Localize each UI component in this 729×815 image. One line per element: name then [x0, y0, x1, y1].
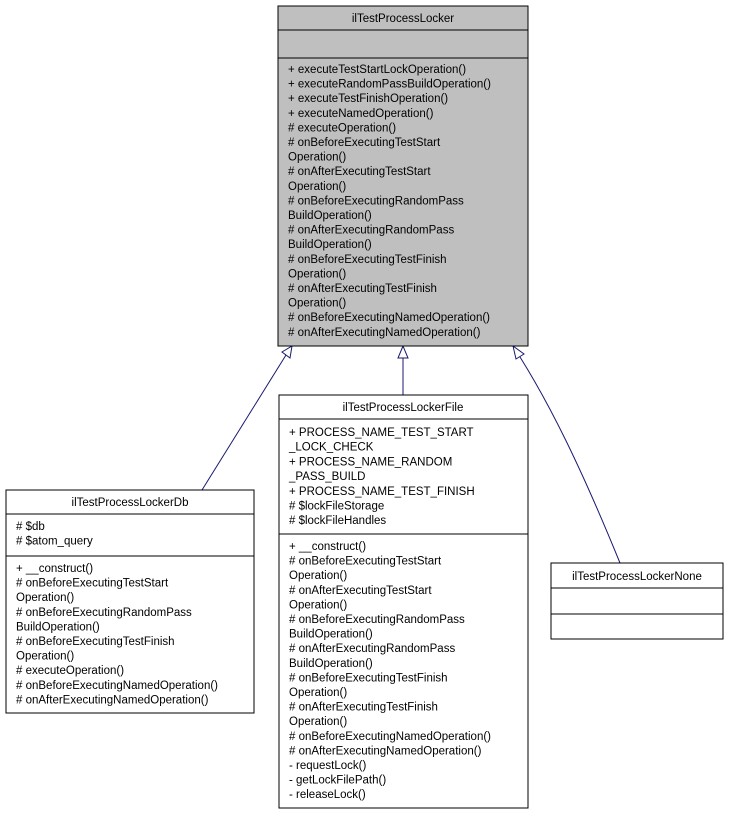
- class-base-method-line: # onBeforeExecutingTestStart: [288, 137, 441, 149]
- class-base-attributes-section: [277, 29, 529, 59]
- class-file-method-line: # onAfterExecutingRandomPass: [289, 643, 455, 655]
- class-file-method-line: Operation(): [289, 570, 347, 582]
- class-db-method-line: Operation(): [16, 592, 74, 604]
- edge-none-to-base: [519, 356, 621, 564]
- class-base-method-line: Operation(): [288, 298, 346, 310]
- class-file-method-line: # onBeforeExecutingTestStart: [289, 556, 442, 568]
- class-base-method-line: + executeRandomPassBuildOperation(): [288, 79, 491, 91]
- class-db-method-line: # onBeforeExecutingRandomPass: [16, 607, 192, 619]
- class-none-attributes-section: [550, 587, 724, 615]
- class-file-method-line: BuildOperation(): [289, 629, 373, 641]
- class-db-attributes-section: [5, 513, 255, 557]
- class-file-attribute-line: # $lockFileStorage: [289, 501, 384, 513]
- class-base-method-line: # onBeforeExecutingRandomPass: [288, 195, 464, 207]
- edge-none-arrowhead: [512, 344, 525, 360]
- class-file-method-line: # onBeforeExecutingNamedOperation(): [289, 731, 491, 743]
- class-db-method-line: # onBeforeExecutingNamedOperation(): [16, 680, 218, 692]
- class-file-attribute-line: _LOCK_CHECK: [288, 442, 374, 454]
- class-file-attribute-line: # $lockFileHandles: [289, 515, 386, 527]
- class-base-method-line: # onAfterExecutingRandomPass: [288, 225, 454, 237]
- class-box-db: ilTestProcessLockerDb # $db # $atom_query…: [5, 489, 255, 714]
- class-file-method-line: # onAfterExecutingNamedOperation(): [289, 745, 482, 757]
- class-db-methods: + __construct() # onBeforeExecutingTestSt…: [16, 563, 218, 706]
- class-db-methods-section: [5, 555, 255, 714]
- class-db-attribute-line: # $atom_query: [16, 536, 93, 548]
- edge-db-arrowhead: [281, 345, 293, 359]
- class-db-method-line: # executeOperation(): [16, 665, 124, 677]
- edge-file-arrowhead: [397, 344, 409, 359]
- class-base-method-line: + executeTestFinishOperation(): [288, 93, 448, 105]
- class-base-method-line: Operation(): [288, 181, 346, 193]
- class-file-attribute-line: + PROCESS_NAME_TEST_FINISH: [289, 486, 475, 498]
- class-file-header: [278, 394, 529, 420]
- class-none-methods-section: [550, 613, 724, 640]
- inheritance-edges: [201, 344, 621, 564]
- class-file-attribute-line: + PROCESS_NAME_TEST_START: [289, 427, 474, 439]
- class-file-methods-section: [278, 533, 529, 809]
- class-file-method-line: - releaseLock(): [289, 789, 366, 801]
- class-file-method-line: Operation(): [289, 716, 347, 728]
- class-db-title: ilTestProcessLockerDb: [72, 497, 189, 509]
- edge-db-to-base: [201, 354, 287, 491]
- class-base-method-line: # executeOperation(): [288, 122, 396, 134]
- class-db-attributes: # $db # $atom_query: [16, 521, 93, 548]
- class-base-method-line: BuildOperation(): [288, 239, 372, 251]
- class-file-methods: + __construct() # onBeforeExecutingTestSt…: [289, 541, 491, 801]
- class-none-title: ilTestProcessLockerNone: [572, 571, 702, 583]
- class-base-method-line: Operation(): [288, 152, 346, 164]
- class-db-method-line: + __construct(): [16, 563, 93, 575]
- class-db-header: [5, 489, 255, 515]
- class-base-method-line: BuildOperation(): [288, 210, 372, 222]
- class-file-method-line: Operation(): [289, 687, 347, 699]
- class-file-method-line: # onAfterExecutingTestStart: [289, 585, 432, 597]
- class-file-method-line: - requestLock(): [289, 760, 367, 772]
- class-base-method-line: # onAfterExecutingNamedOperation(): [288, 327, 481, 339]
- class-file-attribute-line: _PASS_BUILD: [288, 471, 366, 483]
- class-file-method-line: # onBeforeExecutingRandomPass: [289, 614, 465, 626]
- class-db-attribute-line: # $db: [16, 521, 45, 533]
- class-db-method-line: # onAfterExecutingNamedOperation(): [16, 694, 209, 706]
- class-box-file: ilTestProcessLockerFile + PROCESS_NAME_T…: [278, 394, 529, 809]
- class-file-method-line: # onBeforeExecutingTestFinish: [289, 672, 448, 684]
- class-base-method-line: + executeNamedOperation(): [288, 108, 434, 120]
- class-box-none: ilTestProcessLockerNone: [550, 562, 724, 640]
- class-none-header: [550, 562, 724, 589]
- class-base-title: ilTestProcessLocker: [352, 13, 454, 25]
- class-base-method-line: # onAfterExecutingTestFinish: [288, 283, 437, 295]
- class-box-base: ilTestProcessLocker + executeTestStartLo…: [277, 5, 529, 347]
- class-base-method-line: # onBeforeExecutingTestFinish: [288, 254, 447, 266]
- class-file-attributes: + PROCESS_NAME_TEST_START _LOCK_CHECK + PR…: [288, 427, 475, 527]
- class-file-method-line: BuildOperation(): [289, 658, 373, 670]
- class-file-attribute-line: + PROCESS_NAME_RANDOM: [289, 456, 452, 468]
- class-base-header: [277, 5, 529, 31]
- class-base-method-line: # onAfterExecutingTestStart: [288, 166, 431, 178]
- class-db-method-line: BuildOperation(): [16, 621, 100, 633]
- class-file-method-line: Operation(): [289, 599, 347, 611]
- class-file-method-line: + __construct(): [289, 541, 366, 553]
- class-base-method-line: # onBeforeExecutingNamedOperation(): [288, 312, 490, 324]
- class-base-method-line: + executeTestStartLockOperation(): [288, 64, 466, 76]
- class-db-method-line: # onBeforeExecutingTestStart: [16, 578, 169, 590]
- class-db-method-line: # onBeforeExecutingTestFinish: [16, 636, 175, 648]
- class-base-methods-section: [277, 57, 529, 347]
- class-file-method-line: # onAfterExecutingTestFinish: [289, 702, 438, 714]
- class-db-method-line: Operation(): [16, 651, 74, 663]
- class-base-method-line: Operation(): [288, 268, 346, 280]
- class-file-title: ilTestProcessLockerFile: [343, 402, 464, 414]
- class-base-methods: + executeTestStartLockOperation() + execu…: [288, 64, 491, 339]
- class-file-attributes-section: [278, 418, 529, 535]
- class-file-method-line: - getLockFilePath(): [289, 775, 386, 787]
